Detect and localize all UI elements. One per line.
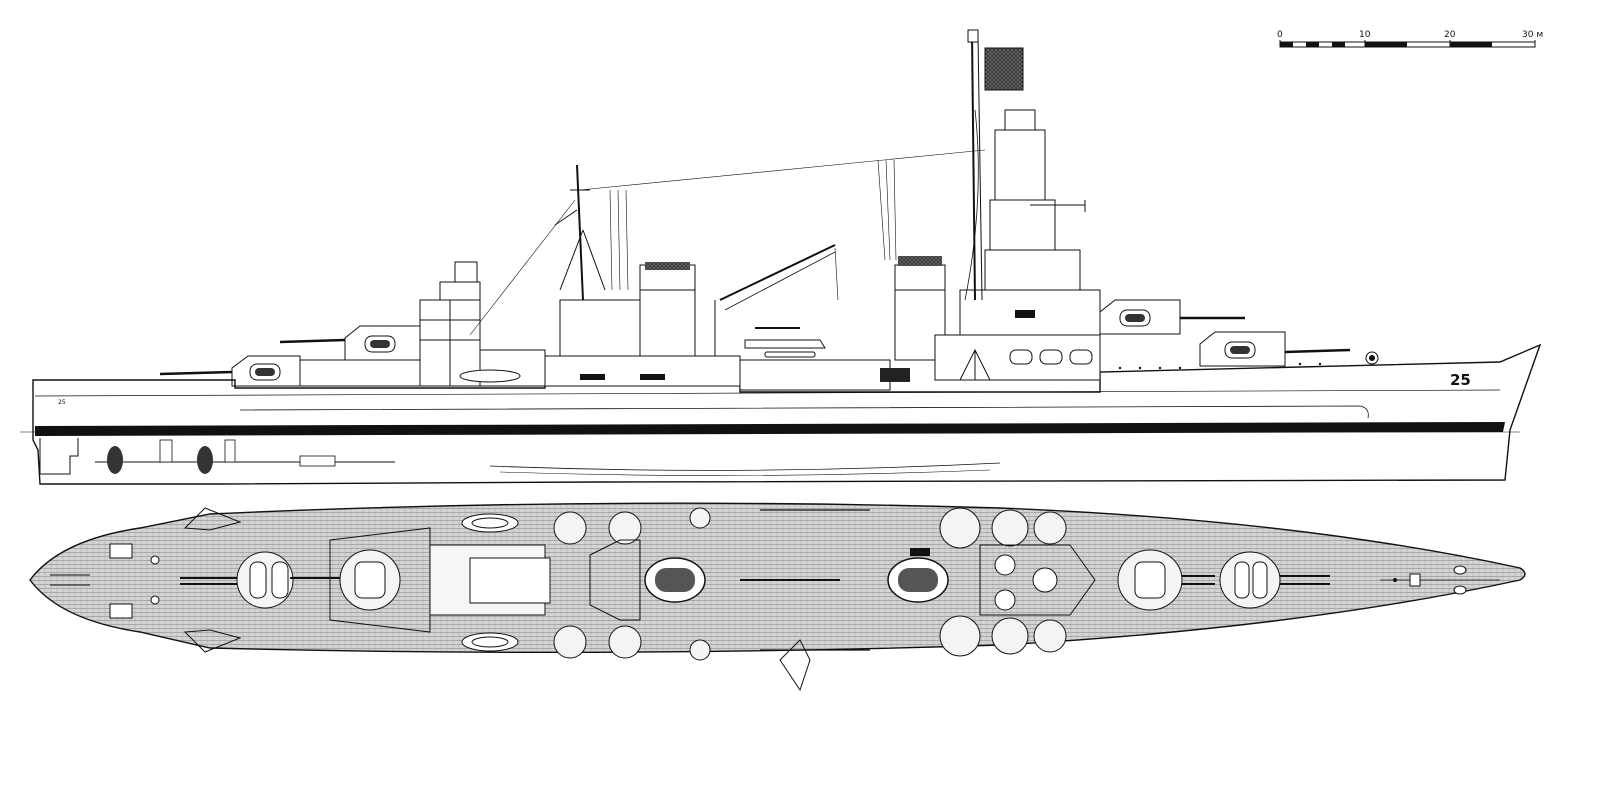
deck-plan [29, 502, 1526, 654]
hull-profile [32, 343, 1542, 485]
propulsion [39, 438, 395, 475]
aa-mounts-aft [553, 507, 711, 661]
aft-turret-y [279, 325, 421, 361]
scale-tick-30: 30 м [1522, 30, 1543, 40]
side-view: 25 25 [20, 29, 1542, 485]
plan-forward-turret-b [1117, 549, 1215, 611]
forward-turret-b [1099, 299, 1245, 335]
boot-topping [35, 422, 1505, 436]
aircraft-crane [714, 244, 839, 356]
floatplane [744, 327, 826, 358]
boats [461, 513, 519, 652]
hull-number-bow: 25 [1450, 371, 1471, 389]
scale-tick-0: 0 [1277, 30, 1283, 40]
hull-number-stern: 25 [58, 399, 66, 406]
scale-tick-20: 20 [1444, 30, 1456, 40]
scale-bar: 0 10 20 30 м [1277, 30, 1543, 48]
plan-bridge [939, 507, 1096, 657]
plan-floatplane [779, 639, 811, 692]
foremast [964, 29, 983, 301]
after-funnel-block [544, 262, 741, 387]
radar-antenna [984, 47, 1024, 91]
forward-turret-a [1199, 331, 1351, 367]
plan-forward-turret-a [1219, 551, 1330, 609]
scale-tick-10: 10 [1359, 30, 1371, 40]
plan-aft-turret-y [290, 549, 401, 611]
aft-superstructure [299, 261, 546, 387]
stern-fittings [50, 543, 160, 619]
aft-turret-x [159, 355, 301, 387]
anchor-gear [1380, 565, 1500, 595]
mainmast [554, 164, 629, 301]
bridge-structure [934, 109, 1101, 381]
plan-aft-turret-x [180, 551, 294, 609]
forward-funnel [877, 159, 946, 361]
plan-view [29, 502, 1526, 692]
